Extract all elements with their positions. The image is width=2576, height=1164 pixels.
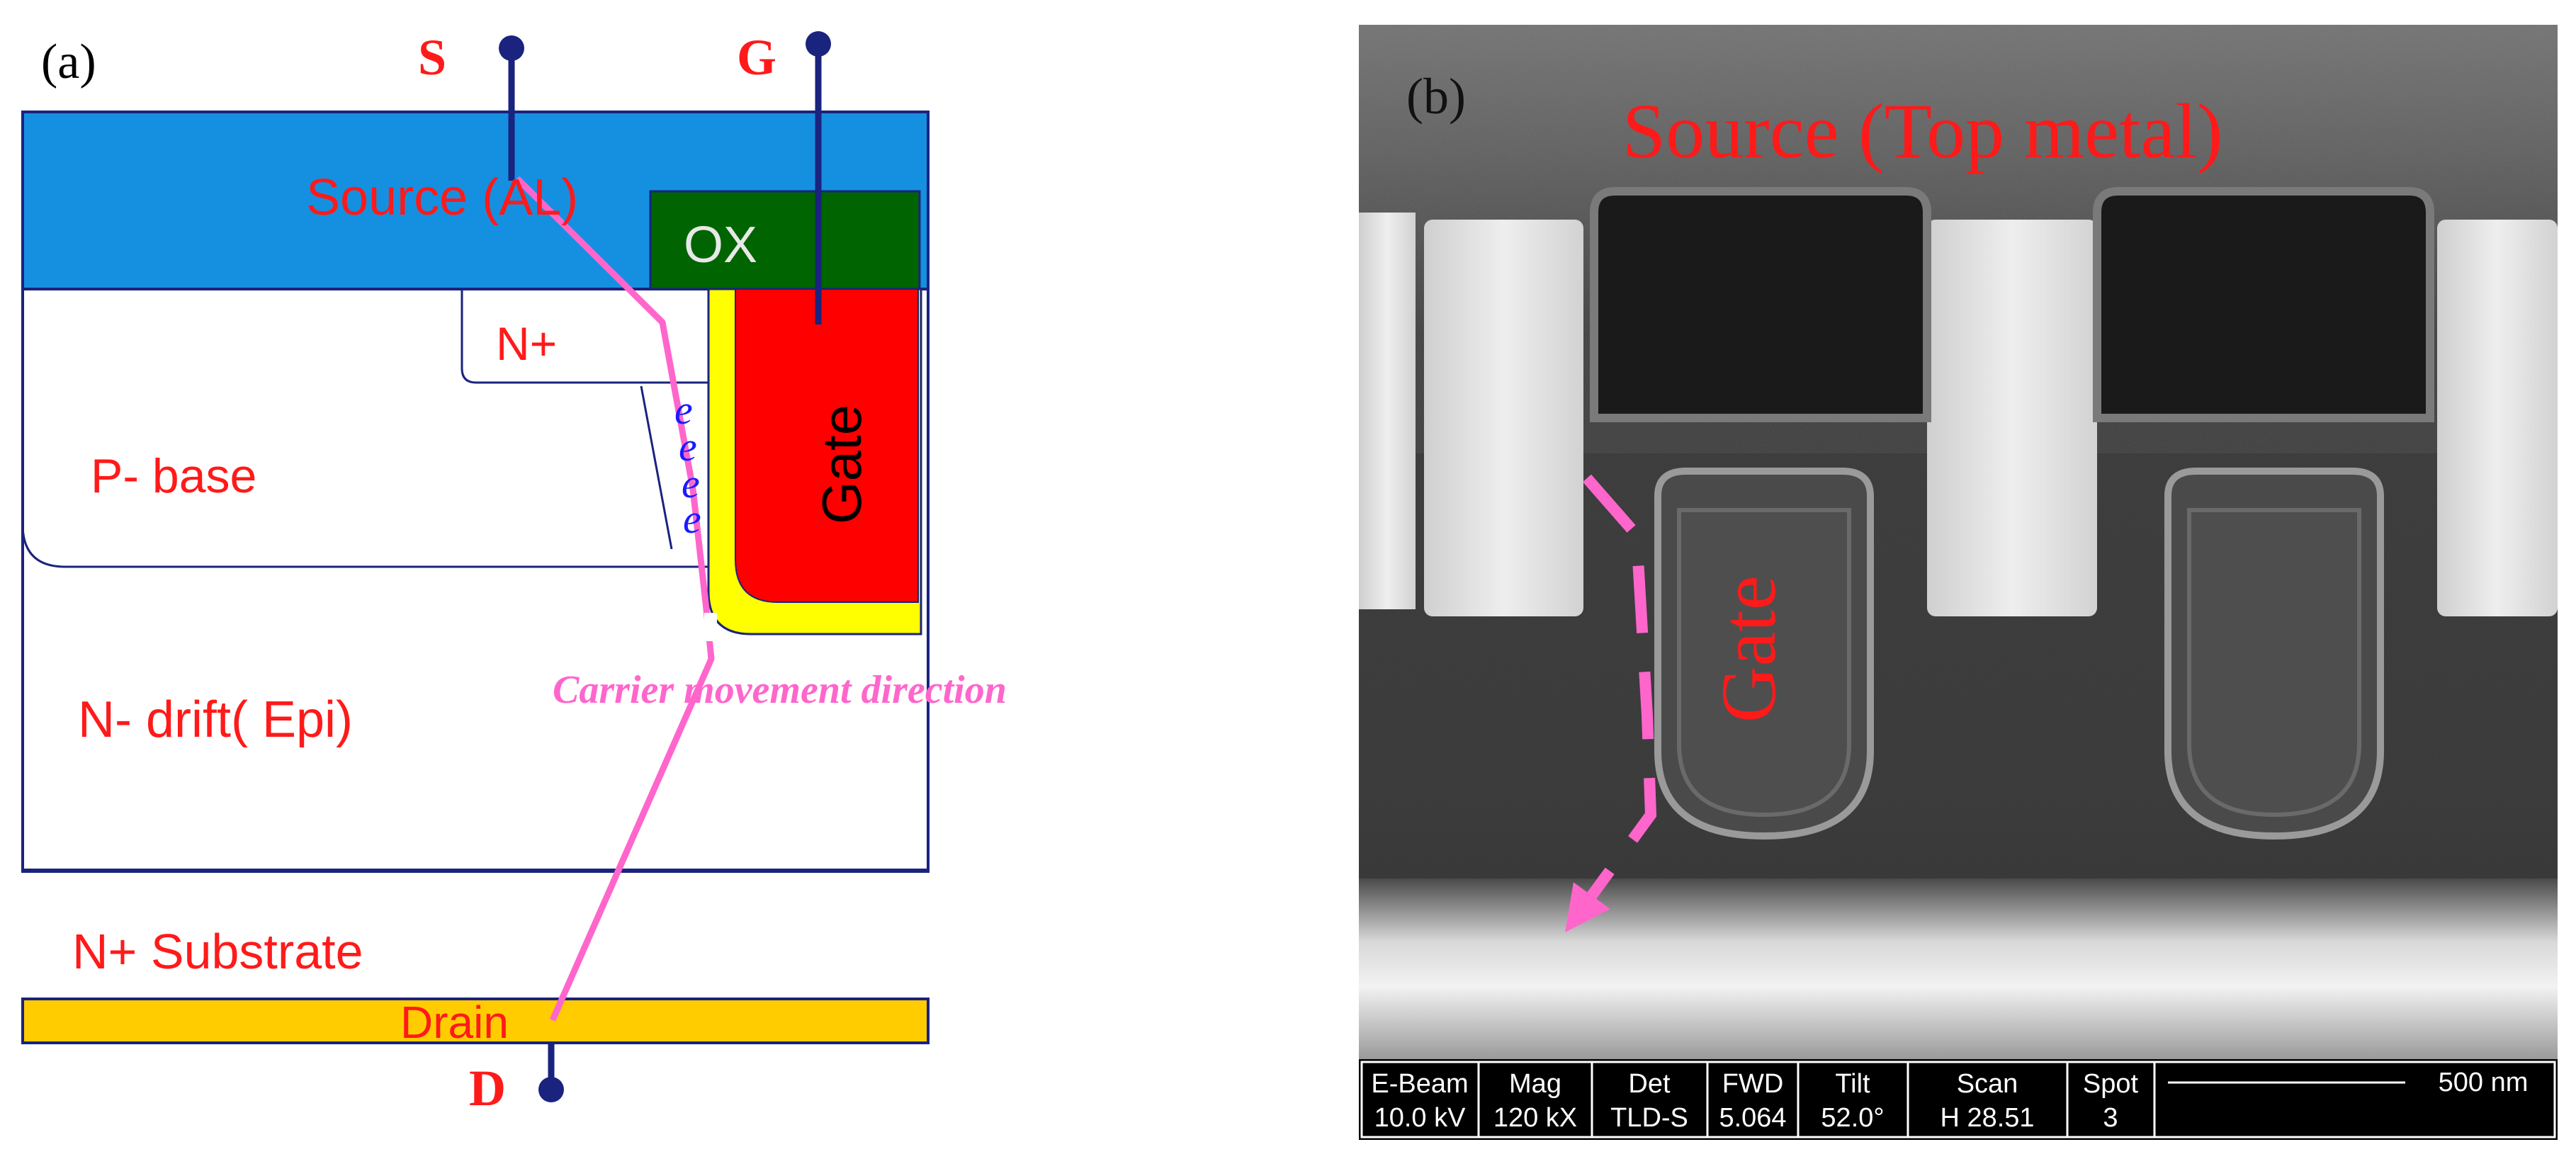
oxide-label: OX: [684, 217, 757, 273]
panel-a: (a) S G D Source (AL) OX N+ G: [21, 29, 1007, 1117]
spot-value: 3: [2103, 1103, 2118, 1133]
det-value: TLD-S: [1610, 1103, 1688, 1133]
n-plus-region: [461, 289, 708, 384]
drain-terminal-dot: [538, 1077, 564, 1102]
ebeam-header: E-Beam: [1371, 1069, 1468, 1099]
tilt-header: Tilt: [1835, 1069, 1870, 1099]
drain-label: Drain: [400, 997, 509, 1048]
scan-value: H 28.51: [1940, 1103, 2034, 1133]
electron-2: e: [679, 424, 697, 470]
panel-a-label: (a): [41, 35, 96, 89]
source-metal-label: Source (AL): [306, 169, 578, 226]
metal-cap-2: [2093, 187, 2434, 422]
metal-cap-1: [1590, 187, 1931, 422]
fwd-header: FWD: [1722, 1069, 1784, 1099]
p-base-region: [21, 289, 708, 568]
sem-info-bar: E-Beam 10.0 kV Mag 120 kX Det TLD-S FWD …: [1359, 1059, 2558, 1140]
scan-header: Scan: [1957, 1069, 2018, 1099]
bright-plug-1: [1424, 220, 1583, 616]
drain-metal-layer: [21, 998, 930, 1044]
tilt-value: 52.0°: [1821, 1103, 1884, 1133]
det-header: Det: [1628, 1069, 1671, 1099]
gate-poly-2: [2187, 508, 2361, 818]
p-base-label: P- base: [91, 449, 256, 503]
source-terminal-dot: [499, 35, 524, 61]
ebeam-value: 10.0 kV: [1374, 1103, 1467, 1133]
gate-poly-1: [1677, 508, 1851, 818]
bright-plug-2: [1927, 220, 2097, 616]
electron-4: e: [683, 496, 701, 542]
n-plus-label: N+: [496, 317, 557, 370]
electron-3: e: [682, 460, 700, 507]
mag-value: 120 kX: [1493, 1103, 1577, 1133]
mag-header: Mag: [1509, 1069, 1561, 1099]
gate-label: Gate: [810, 405, 873, 524]
electron-1: e: [674, 387, 693, 433]
channel-line: [640, 385, 673, 550]
bright-plug-3: [2437, 220, 2558, 616]
panel-b-label: (b): [1406, 68, 1466, 125]
info-bar-background: [1359, 1059, 2558, 1140]
n-substrate-label: N+ Substrate: [72, 924, 363, 979]
fwd-value: 5.064: [1719, 1103, 1786, 1133]
substrate-band: [1359, 878, 2558, 1059]
spot-header: Spot: [2083, 1069, 2139, 1099]
gate-terminal-dot: [806, 31, 831, 57]
sem-gate-label: Gate: [1705, 575, 1792, 723]
carrier-path-gap: [704, 613, 717, 641]
bright-plug-left: [1359, 213, 1416, 609]
gate-electrode: [735, 288, 919, 603]
carrier-path: [514, 176, 715, 1022]
source-terminal-label: S: [418, 29, 446, 86]
drain-terminal-label: D: [469, 1060, 506, 1117]
source-top-metal-label: Source (Top metal): [1622, 88, 2223, 174]
n-drift-label: N- drift( Epi): [78, 691, 353, 748]
scale-bar-label: 500 nm: [2439, 1068, 2529, 1097]
gate-terminal-label: G: [737, 29, 776, 86]
carrier-direction-label: Carrier movement direction: [553, 668, 1007, 712]
panel-b: (b) Source (Top metal) Gate E-Beam 10.0 …: [1359, 25, 2558, 1140]
info-bar-cells: [1360, 1061, 2556, 1138]
sem-carrier-path: [1565, 474, 1657, 932]
